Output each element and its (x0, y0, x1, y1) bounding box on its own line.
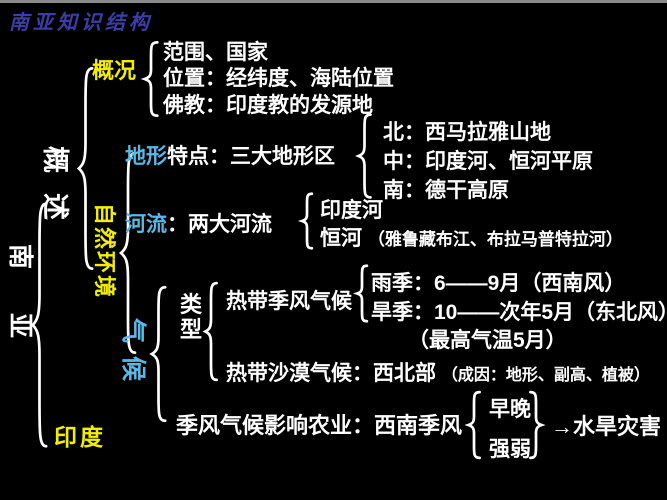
rivers-brace (300, 192, 314, 250)
factor-strength: 强弱 (489, 438, 531, 461)
india-label: 印度 (54, 424, 106, 450)
factors-close-brace (528, 390, 544, 460)
root-brace (30, 196, 49, 454)
terrain-brace (356, 112, 373, 200)
climate-type-brace (203, 280, 219, 383)
general-item: 位置：经纬度、海陆位置 (163, 67, 394, 90)
monsoon-brace (355, 264, 369, 323)
general-item: 范围、国家 (163, 41, 268, 64)
factors-open-brace (466, 390, 482, 460)
max-temp-note: （最高气温5月） (408, 329, 567, 352)
terrain-text: 特点：三大地形区 (167, 145, 335, 168)
river-item: 印度河 (320, 199, 383, 222)
rainy-season-item: 雨季：6——9月（西南风） (371, 272, 626, 295)
desert-label: 热带沙漠气候：西北部 (226, 362, 436, 385)
desert-note: （成因：地形、副高、植被） (441, 367, 650, 384)
general-item: 佛教：印度教的发源地 (163, 94, 373, 117)
page-title: 南亚知识结构 (9, 12, 153, 34)
terrain-label: 地形 (125, 145, 167, 168)
rivers-label: 河流 (125, 213, 167, 236)
terrain-item: 中：印度河、恒河平原 (383, 150, 593, 173)
overview-brace (76, 62, 95, 275)
river-note: （雅鲁藏布江、布拉马普特拉河） (367, 230, 623, 249)
result-label: 水旱灾害 (573, 414, 662, 439)
dry-season-item: 旱季：10——次年5月（东北风） (371, 301, 667, 324)
terrain-item: 南：德干高原 (383, 179, 509, 202)
arrow-right-icon: → (551, 414, 573, 439)
top-border (0, 0, 667, 3)
terrain-item: 北：西马拉雅山地 (383, 121, 551, 144)
river-item: 恒河 (320, 227, 362, 250)
overview-label: 概述 (40, 146, 70, 240)
climate-brace (149, 283, 168, 425)
climate-type-label: 类型 (179, 292, 202, 342)
general-brace (142, 40, 160, 118)
agriculture-label: 季风气候影响农业：西南季风 (176, 413, 463, 438)
natural-env-brace (118, 147, 138, 359)
monsoon-label: 热带季风气候 (226, 290, 352, 313)
factor-early-late: 早晚 (489, 398, 531, 421)
rivers-text: ：两大河流 (167, 213, 272, 236)
general-label: 概况 (92, 58, 137, 83)
